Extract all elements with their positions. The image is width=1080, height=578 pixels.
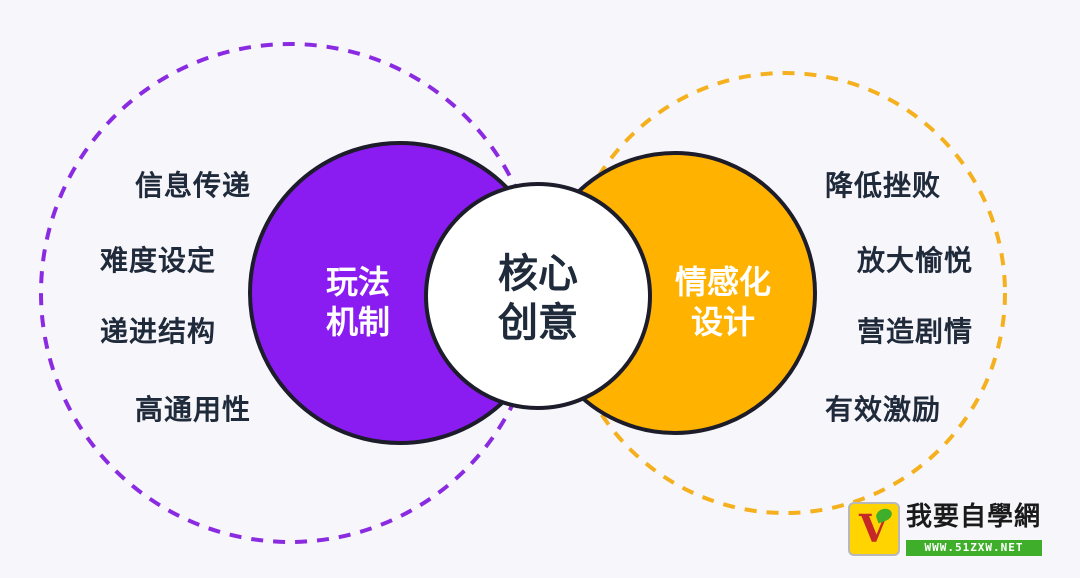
right-item-effective-incentive: 有效激励 bbox=[825, 393, 942, 426]
center-line2: 创意 bbox=[498, 299, 578, 346]
left-circle-line2: 机制 bbox=[325, 303, 390, 341]
center-label: 核心 创意 bbox=[478, 250, 598, 348]
left-item-difficulty-setting: 难度设定 bbox=[100, 244, 217, 277]
center-white-circle bbox=[424, 182, 652, 410]
right-item-reduce-frustration: 降低挫败 bbox=[825, 169, 942, 202]
left-circle-line1: 玩法 bbox=[325, 263, 390, 301]
watermark-title: 我要自學網 bbox=[906, 502, 1042, 532]
left-item-progressive-structure: 递进结构 bbox=[100, 315, 217, 348]
v-leaf-logo-icon: V bbox=[848, 502, 900, 556]
right-item-amplify-joy: 放大愉悦 bbox=[857, 244, 974, 277]
center-line1: 核心 bbox=[498, 251, 578, 297]
watermark-url: WWW.51ZXW.NET bbox=[906, 540, 1042, 556]
left-item-info-transfer: 信息传递 bbox=[135, 169, 252, 202]
right-circle-line2: 设计 bbox=[690, 303, 755, 341]
watermark-logo: V 我要自學網 WWW.51ZXW.NET bbox=[848, 502, 1044, 560]
left-circle-label: 玩法 机制 bbox=[318, 262, 398, 342]
right-circle-line1: 情感化 bbox=[674, 263, 771, 301]
right-item-create-story: 营造剧情 bbox=[857, 315, 974, 348]
right-circle-label: 情感化 设计 bbox=[668, 262, 778, 342]
left-item-high-versatility: 高通用性 bbox=[135, 393, 252, 426]
